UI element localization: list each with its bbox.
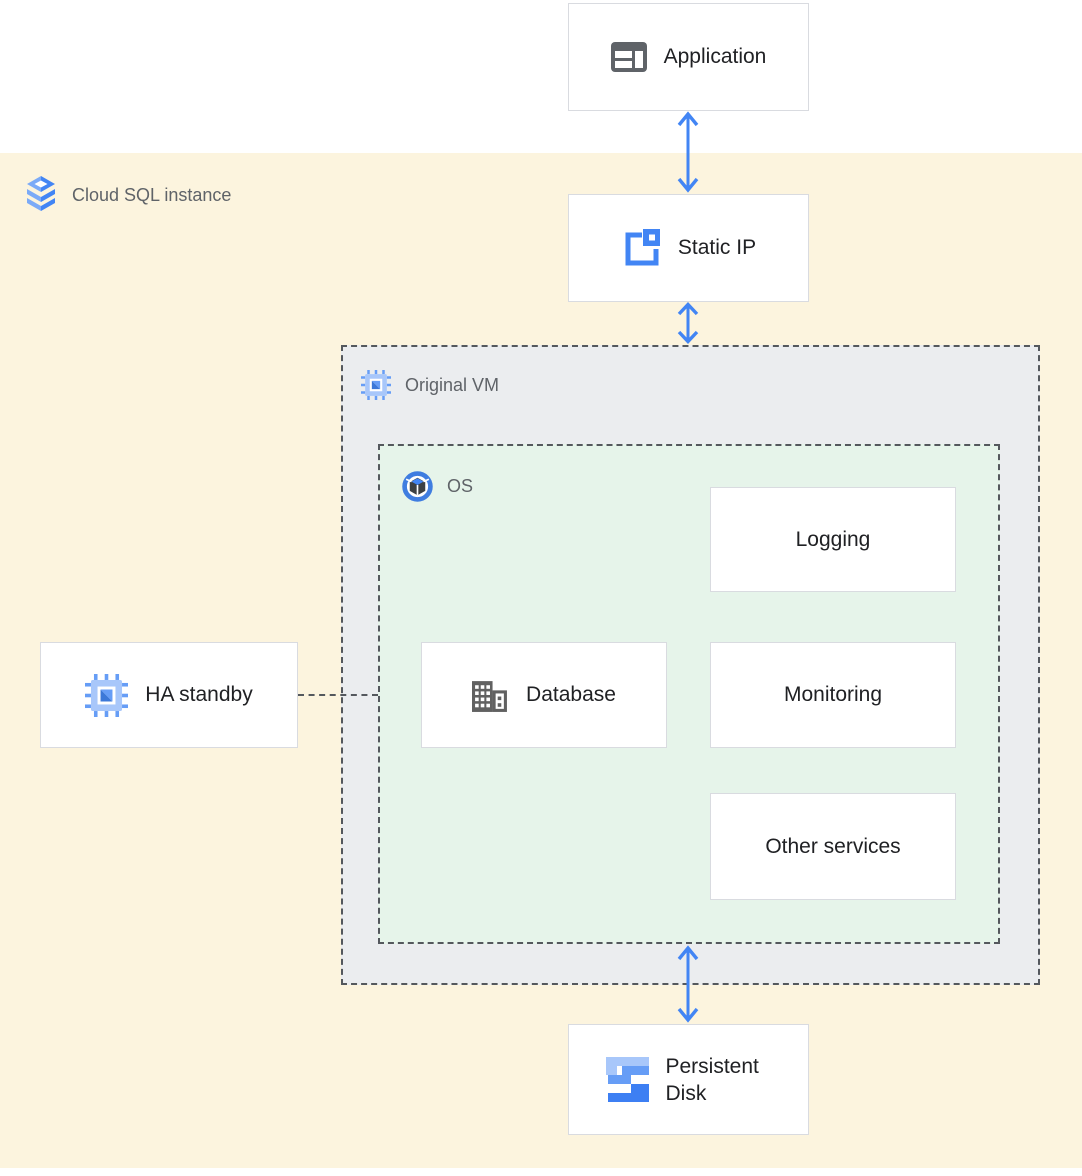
original-vm-region-label-text: Original VM xyxy=(405,374,500,395)
os-region-label: OS xyxy=(402,471,473,502)
application-window-icon xyxy=(610,42,647,72)
node-other-services: Other services xyxy=(710,793,956,900)
node-persistent-disk: Persistent Disk xyxy=(568,1024,809,1135)
cloud-sql-region-label-text: Cloud SQL instance xyxy=(72,184,232,205)
node-monitoring: Monitoring xyxy=(710,642,956,748)
arrow-os-persistent-disk xyxy=(670,945,706,1023)
node-other-services-label: Other services xyxy=(765,834,901,858)
arrow-staticip-vm xyxy=(670,302,706,344)
connector-ha-standby-vm xyxy=(298,694,378,696)
node-application: Application xyxy=(568,3,809,111)
persistent-disk-icon xyxy=(604,1057,649,1102)
node-monitoring-label: Monitoring xyxy=(783,683,883,706)
node-static-ip: Static IP xyxy=(568,194,809,302)
node-logging: Logging xyxy=(710,487,956,592)
os-icon xyxy=(402,471,433,502)
original-vm-region-label: Original VM xyxy=(361,370,499,400)
node-ha-standby-label: HA standby xyxy=(145,683,253,706)
node-logging-label: Logging xyxy=(795,527,871,551)
compute-engine-icon xyxy=(361,370,391,400)
compute-engine-icon xyxy=(85,673,129,717)
datacenter-building-icon xyxy=(472,679,509,712)
node-static-ip-label: Static IP xyxy=(677,236,757,259)
node-persistent-disk-label: Persistent Disk xyxy=(665,1054,759,1105)
cloud-sql-icon xyxy=(24,175,58,215)
external-ip-icon xyxy=(621,228,661,268)
node-application-label: Application xyxy=(663,45,767,68)
node-ha-standby: HA standby xyxy=(40,642,298,748)
os-region-label-text: OS xyxy=(447,476,474,496)
node-database-label: Database xyxy=(526,683,616,706)
node-database: Database xyxy=(421,642,667,748)
arrow-application-staticip xyxy=(670,111,706,193)
cloud-sql-region-label: Cloud SQL instance xyxy=(24,175,231,215)
